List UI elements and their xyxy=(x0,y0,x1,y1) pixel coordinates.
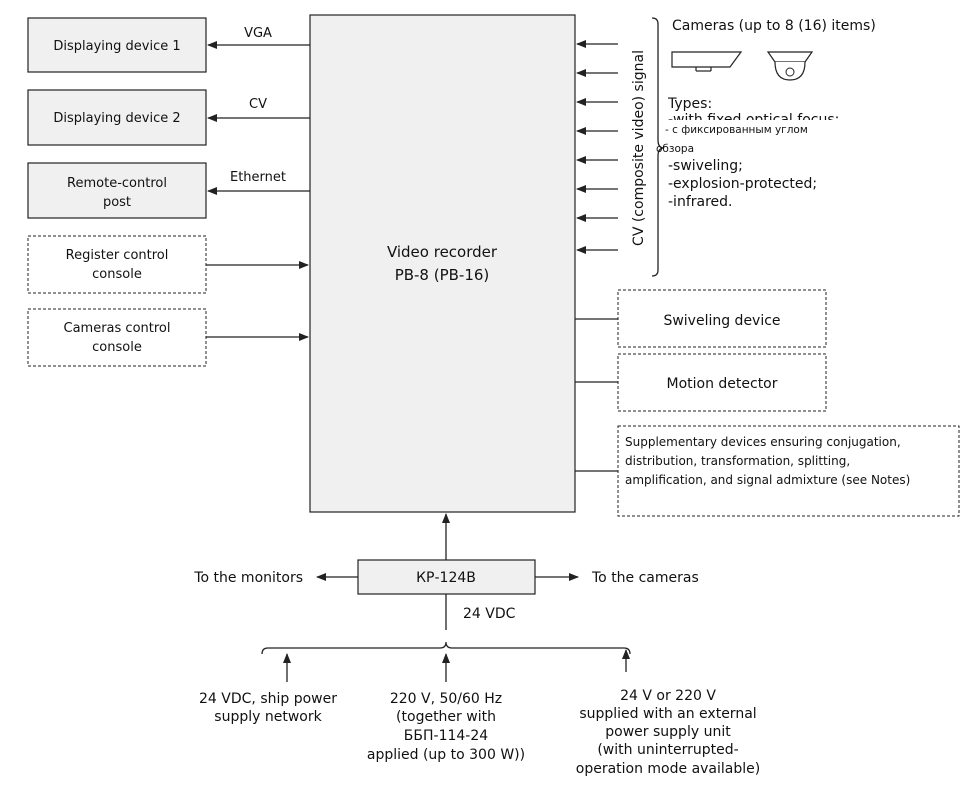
supplementary-devices-box xyxy=(617,425,960,517)
swiveling-device-box xyxy=(617,289,827,348)
video-recorder-box xyxy=(309,14,576,513)
camera-group-brace xyxy=(651,17,665,277)
register-control-console-line1: Register control xyxy=(66,248,169,263)
source3-line3: power supply unit xyxy=(605,724,731,740)
type-swiveling: -swiveling; xyxy=(668,158,743,174)
source3-line5: operation mode available) xyxy=(576,761,760,777)
to-monitors-label: To the monitors xyxy=(193,570,303,586)
cv-signal-label: CV (composite video) signal xyxy=(631,50,647,246)
swiveling-device-label: Swiveling device xyxy=(663,313,780,329)
displaying-device-1-label: Displaying device 1 xyxy=(53,39,180,54)
to-cameras-label: To the cameras xyxy=(591,570,699,586)
cameras-control-console-box xyxy=(27,308,207,367)
type-infrared: -infrared. xyxy=(668,194,732,210)
displaying-device-1-box xyxy=(27,17,207,73)
source2-line3: ББП-114-24 xyxy=(404,728,488,744)
source3-line4: (with uninterrupted- xyxy=(597,742,738,758)
dome-camera-icon xyxy=(766,51,814,81)
vdc-label: 24 VDC xyxy=(463,606,516,622)
box-camera-icon xyxy=(671,51,743,72)
type-fixed-focus-ru-line2: обзора xyxy=(656,143,694,155)
cameras-control-console-line1: Cameras control xyxy=(64,321,171,336)
ethernet-label: Ethernet xyxy=(230,170,286,185)
camera-input-arrows xyxy=(576,40,618,254)
cameras-title: Cameras (up to 8 (16) items) xyxy=(672,18,876,34)
supplementary-devices-line3: amplification, and signal admixture (see… xyxy=(625,473,910,487)
register-control-console-line2: console xyxy=(92,267,142,282)
remote-control-post-label-line1: Remote-control xyxy=(67,176,167,191)
source2-line1: 220 V, 50/60 Hz xyxy=(390,691,502,707)
video-recorder-label: Video recorder xyxy=(387,243,498,261)
displaying-device-2-box xyxy=(27,89,207,146)
vga-label: VGA xyxy=(244,26,272,41)
supplementary-devices-line2: distribution, transformation, splitting, xyxy=(625,454,850,468)
motion-detector-label: Motion detector xyxy=(666,376,777,392)
cv-output-label: CV xyxy=(249,97,267,112)
source1-line2: supply network xyxy=(214,709,322,725)
type-explosion-protected: -explosion-protected; xyxy=(668,176,817,192)
register-control-console-box xyxy=(27,235,207,294)
cameras-control-console-line2: console xyxy=(92,340,142,355)
remote-control-post-box xyxy=(27,162,207,219)
supplementary-devices-line1: Supplementary devices ensuring conjugati… xyxy=(625,435,901,449)
remote-control-post-label-line2: post xyxy=(103,195,131,210)
power-sources-brace xyxy=(261,641,631,655)
motion-detector-box xyxy=(617,353,827,412)
displaying-device-2-label: Displaying device 2 xyxy=(53,111,180,126)
video-recorder-model: PB-8 (PB-16) xyxy=(395,266,490,284)
type-fixed-focus-clipped: -with fixed optical focus; xyxy=(668,112,839,128)
types-heading: Types: xyxy=(667,96,712,112)
source1-line1: 24 VDC, ship power xyxy=(199,691,337,707)
source2-line4: applied (up to 300 W)) xyxy=(367,747,525,763)
type-fixed-focus-ru-line1: - с фиксированным углом xyxy=(665,124,808,136)
source2-line2: (together with xyxy=(396,709,496,725)
source3-line1: 24 V or 220 V xyxy=(620,688,716,704)
kp-124b-label: КР-124В xyxy=(416,570,476,586)
type-fixed-focus-en: -with fixed optical focus; xyxy=(668,112,839,128)
source3-line2: supplied with an external xyxy=(579,706,756,722)
